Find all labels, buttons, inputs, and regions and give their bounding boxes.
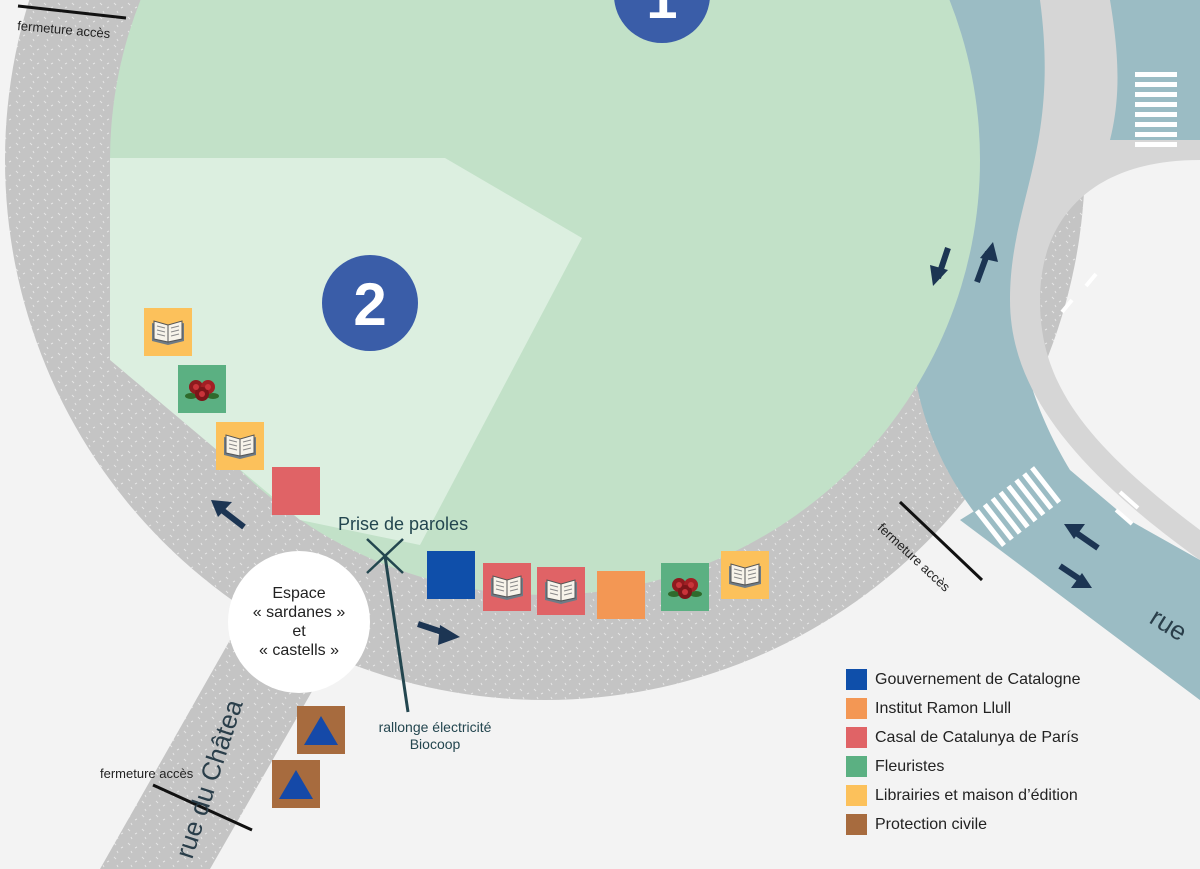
arrow-icon-road-lower-down xyxy=(1058,563,1092,588)
closure-line-right xyxy=(898,500,984,582)
stall-bookshop-3 xyxy=(721,551,769,599)
arrow-icon-side-road xyxy=(1060,272,1140,526)
triangle-icon xyxy=(304,716,338,745)
legend-swatch xyxy=(846,669,867,690)
rose-icon xyxy=(185,380,219,401)
area-line4: « castells » xyxy=(258,642,340,659)
stall-florist-2 xyxy=(661,563,709,611)
extension-cable-label-line1: rallonge électricité xyxy=(378,719,492,735)
legend-item-institut: Institut Ramon Llull xyxy=(846,694,1080,723)
book-icon xyxy=(545,579,577,604)
stall-casal-book-1 xyxy=(483,563,531,611)
area-line2: « sardanes » xyxy=(252,604,346,621)
legend: Gouvernement de Catalogne Institut Ramon… xyxy=(846,665,1080,839)
crosswalk-bottom xyxy=(974,466,1062,547)
legend-label: Institut Ramon Llull xyxy=(875,699,1012,717)
arrow-icon-road-up xyxy=(974,242,998,284)
arrow-icon-up-left xyxy=(211,500,246,530)
legend-swatch xyxy=(846,785,867,806)
zone-2-number: 2 xyxy=(353,271,386,338)
triangle-icon xyxy=(279,770,313,799)
stall-florist-1 xyxy=(178,365,226,413)
legend-label: Casal de Catalunya de París xyxy=(875,728,1079,746)
stall-bookshop-2 xyxy=(216,422,264,470)
book-icon xyxy=(152,320,184,345)
legend-label: Fleuristes xyxy=(875,757,945,775)
side-road xyxy=(1010,0,1200,560)
legend-item-librairies: Librairies et maison d’édition xyxy=(846,781,1080,810)
legend-item-protection: Protection civile xyxy=(846,810,1080,839)
closure-line-top xyxy=(17,4,127,20)
stall-institut-ramon-llull xyxy=(597,571,645,619)
arrow-icon-road-lower-up xyxy=(1064,524,1100,551)
extension-cable-line xyxy=(383,555,410,713)
stall-gouvernement xyxy=(427,551,475,599)
zone-1-number: 1 xyxy=(646,0,677,30)
crosswalk-top xyxy=(1135,72,1177,147)
stall-casal-1 xyxy=(272,467,320,515)
arrow-icon-down-right xyxy=(417,621,460,645)
sardanes-castells-area: Espace « sardanes » et « castells » xyxy=(228,551,370,693)
legend-label: Gouvernement de Catalogne xyxy=(875,670,1081,688)
legend-label: Librairies et maison d’édition xyxy=(875,786,1078,804)
closure-line-bottom xyxy=(152,783,253,832)
stall-bookshop-1 xyxy=(144,308,192,356)
legend-item-fleuristes: Fleuristes xyxy=(846,752,1080,781)
extension-cable-label-line2: Biocoop xyxy=(409,736,461,752)
book-icon xyxy=(729,563,761,588)
arrow-icon-road-down xyxy=(930,247,951,286)
zone-badge-2 xyxy=(322,255,418,351)
legend-swatch xyxy=(846,727,867,748)
stall-casal-book-2 xyxy=(537,567,585,615)
extension-cable-label: rallonge électricité Biocoop xyxy=(360,719,510,753)
area-line3: et xyxy=(292,623,306,640)
legend-swatch xyxy=(846,756,867,777)
closure-label-bottom: fermeture accès xyxy=(100,766,194,781)
stall-protection-civile-1 xyxy=(297,706,345,754)
rose-icon xyxy=(668,578,702,599)
legend-label: Protection civile xyxy=(875,815,988,833)
stall-protection-civile-2 xyxy=(272,760,320,808)
zone-badge-1 xyxy=(614,0,710,43)
area-line1: Espace xyxy=(272,585,326,602)
street-pavement-left xyxy=(100,640,330,869)
book-icon xyxy=(224,434,256,459)
legend-item-gouvernement: Gouvernement de Catalogne xyxy=(846,665,1080,694)
legend-item-casal: Casal de Catalunya de París xyxy=(846,723,1080,752)
legend-swatch xyxy=(846,698,867,719)
legend-swatch xyxy=(846,814,867,835)
book-icon xyxy=(491,575,523,600)
speaking-point-label: Prise de paroles xyxy=(338,514,469,534)
